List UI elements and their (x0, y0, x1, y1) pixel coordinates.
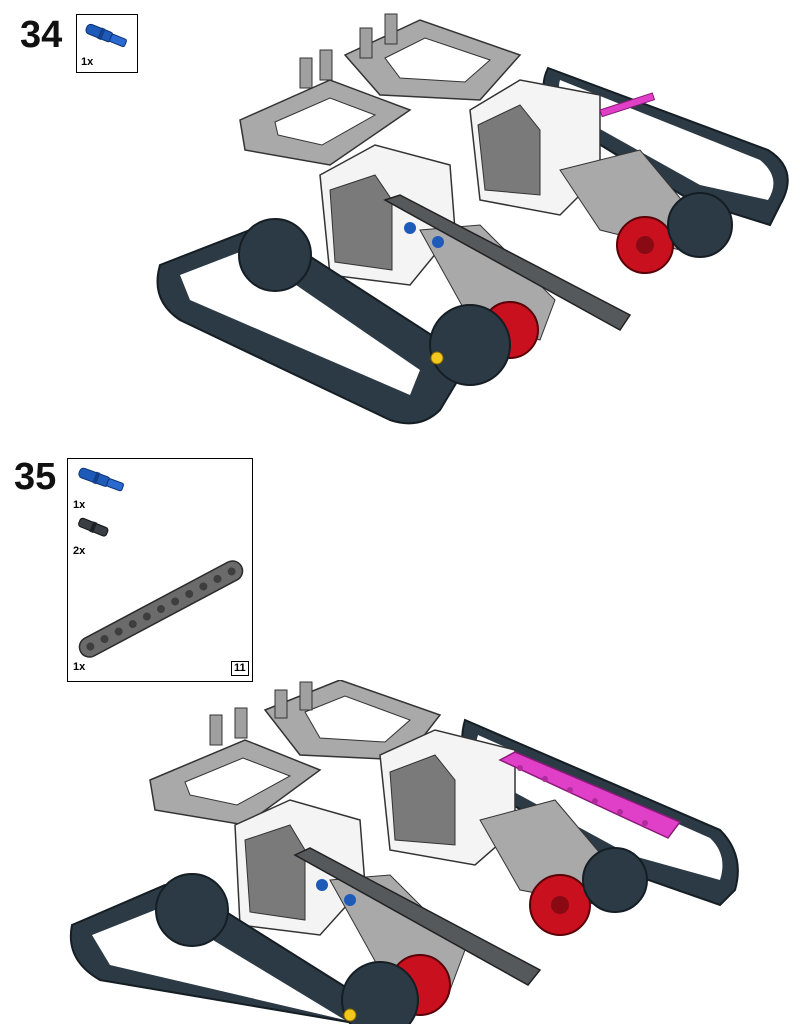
blue-axle-pin-icon (85, 23, 127, 48)
beam-length-label: 11 (231, 661, 249, 676)
step-number: 35 (14, 456, 57, 498)
part-quantity: 1x (81, 56, 94, 68)
dark-beam (293, 847, 542, 986)
parts-callout: 1x 2x 1x 11 (67, 458, 253, 682)
step-35-model-illustration (69, 680, 739, 1024)
frame-right (263, 680, 442, 761)
rear-motor (469, 79, 691, 274)
magenta-axle (599, 92, 656, 118)
grey-beam-icon (78, 560, 244, 658)
part-quantity: 2x (73, 545, 86, 557)
parts-callout: 1x (76, 14, 138, 73)
black-connector-pin-icon (78, 517, 109, 537)
frame-right (343, 13, 522, 101)
frame-left (239, 49, 412, 166)
rear-motor (379, 729, 611, 936)
front-track (69, 847, 648, 1024)
magenta-beam (498, 751, 682, 839)
dark-beam (383, 194, 632, 331)
part-quantity: 1x (73, 499, 86, 511)
part-quantity: 1x (73, 661, 86, 673)
frame-left (149, 707, 322, 826)
step-34-model-illustration (156, 13, 789, 425)
blue-axle-pin-icon (78, 467, 124, 492)
step-number: 34 (20, 14, 63, 56)
front-track (156, 192, 733, 425)
